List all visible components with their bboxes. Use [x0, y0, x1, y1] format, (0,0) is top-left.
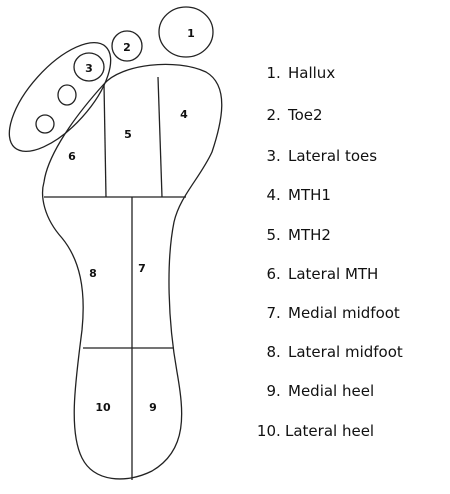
divider-mth-medial — [158, 77, 162, 197]
legend-number: 3 — [266, 147, 276, 165]
legend-dot: . — [276, 343, 281, 361]
region-number-7: 7 — [138, 262, 146, 275]
legend-item: 3 . Lateral toes — [266, 147, 377, 165]
legend-label: Medial heel — [288, 382, 374, 400]
legend-label: Lateral MTH — [288, 265, 378, 283]
legend-number: 1 — [266, 64, 276, 82]
legend-number: 2 — [266, 106, 276, 124]
region-number-9: 9 — [149, 401, 157, 414]
legend-label: Hallux — [288, 64, 335, 82]
legend-item: 4 . MTH1 — [266, 186, 330, 204]
legend-label: Medial midfoot — [288, 304, 400, 322]
small-toe-b — [58, 85, 76, 105]
legend-dot: . — [276, 304, 281, 322]
legend-number: 6 — [266, 265, 276, 283]
legend-dot: . — [276, 382, 281, 400]
legend-number: 7 — [266, 304, 276, 322]
legend-dot: . — [276, 64, 281, 82]
legend-dot: . — [276, 226, 281, 244]
legend-number: 10 — [257, 422, 276, 440]
legend-number: 4 — [266, 186, 276, 204]
legend-label: MTH2 — [288, 226, 331, 244]
region-number-5: 5 — [124, 128, 132, 141]
legend-item: 10 . Lateral heel — [257, 422, 374, 440]
legend-dot: . — [276, 106, 281, 124]
region-number-3: 3 — [85, 62, 93, 75]
legend-dot: . — [276, 265, 281, 283]
legend-number: 5 — [266, 226, 276, 244]
region-number-1: 1 — [187, 27, 195, 40]
region-number-6: 6 — [68, 150, 76, 163]
legend-dot: . — [276, 186, 281, 204]
legend-label: Lateral toes — [288, 147, 377, 165]
legend-item: 9 . Medial heel — [266, 382, 374, 400]
legend-label: Lateral heel — [285, 422, 374, 440]
small-toe-c — [36, 115, 54, 133]
legend-number: 9 — [266, 382, 276, 400]
legend-dot: . — [276, 422, 281, 440]
lateral-toes-outline — [0, 26, 128, 167]
divider-mth-lateral — [104, 84, 106, 197]
legend-item: 1 . Hallux — [266, 64, 335, 82]
hallux-toe — [159, 7, 213, 57]
legend-item: 6 . Lateral MTH — [266, 265, 378, 283]
legend-label: Lateral midfoot — [288, 343, 403, 361]
legend-number: 8 — [266, 343, 276, 361]
legend-item: 5 . MTH2 — [266, 226, 330, 244]
legend-dot: . — [276, 147, 281, 165]
region-number-10: 10 — [95, 401, 111, 414]
legend-item: 7 . Medial midfoot — [266, 304, 399, 322]
legend-item: 2 . Toe2 — [266, 106, 322, 124]
region-number-8: 8 — [89, 267, 97, 280]
legend: 1 . Hallux 2 . Toe2 3 . Lateral toes 4 .… — [257, 64, 403, 440]
legend-item: 8 . Lateral midfoot — [266, 343, 402, 361]
legend-label: Toe2 — [287, 106, 323, 124]
region-number-2: 2 — [123, 41, 131, 54]
legend-label: MTH1 — [288, 186, 331, 204]
region-number-4: 4 — [180, 108, 188, 121]
